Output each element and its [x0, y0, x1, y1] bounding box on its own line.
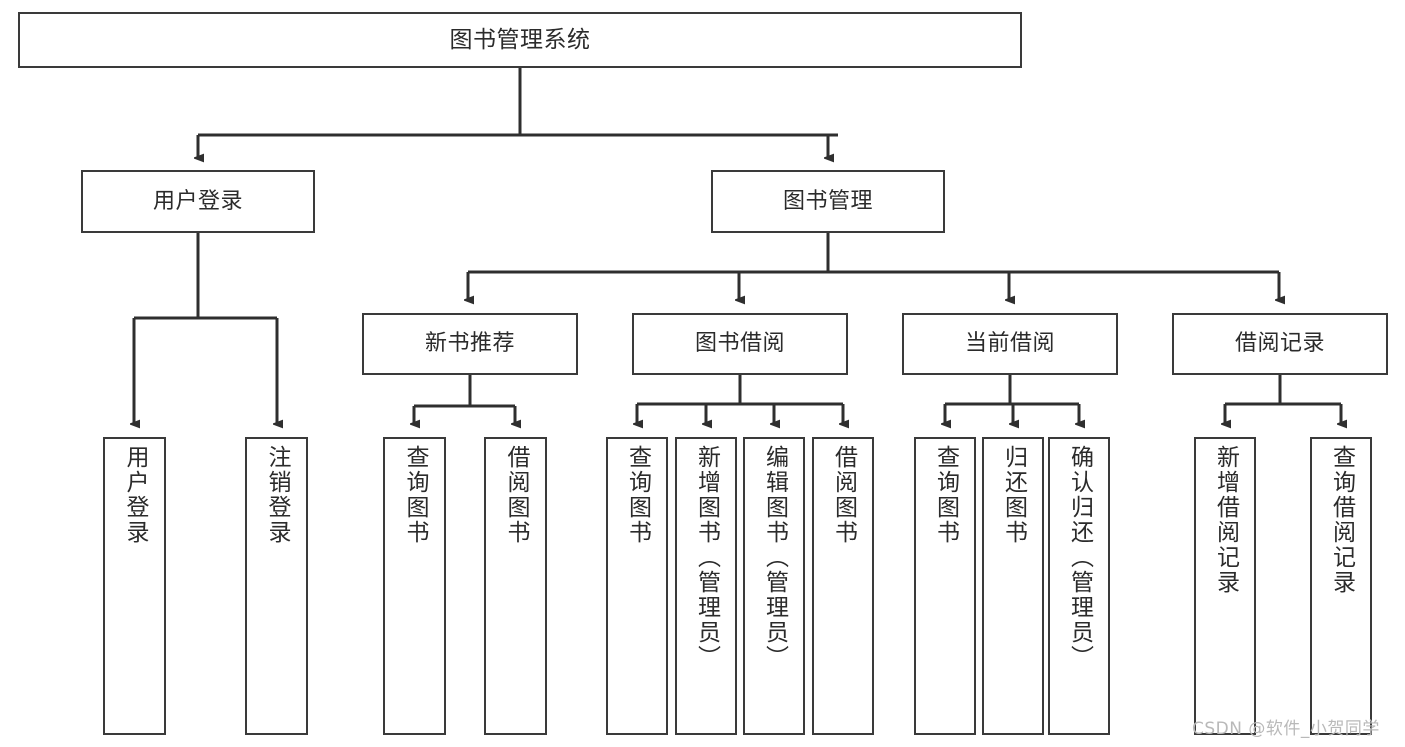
- node-label: 新书推荐: [424, 331, 515, 357]
- node-label: 归还图书: [1000, 445, 1027, 545]
- node-root-book-management-system[interactable]: 图书管理系统: [18, 12, 1022, 68]
- leaf-current-borrow-return-book[interactable]: 归还图书: [982, 437, 1044, 735]
- node-label: 图书管理: [782, 188, 873, 214]
- node-label: 确认归还（管理员）: [1066, 445, 1093, 670]
- node-label: 新增图书（管理员）: [693, 445, 720, 670]
- leaf-book-borrow-edit-book-admin[interactable]: 编辑图书（管理员）: [743, 437, 805, 735]
- leaf-user-login-login[interactable]: 用户登录: [103, 437, 166, 735]
- node-label: 注销登录: [264, 445, 290, 545]
- leaf-book-borrow-borrow-book[interactable]: 借阅图书: [812, 437, 874, 735]
- node-label: 查询借阅记录: [1328, 445, 1355, 595]
- leaf-book-borrow-add-book-admin[interactable]: 新增图书（管理员）: [675, 437, 737, 735]
- node-label: 用户登录: [152, 188, 243, 214]
- node-label: 查询图书: [402, 445, 428, 545]
- node-label: 当前借阅: [964, 331, 1055, 357]
- leaf-book-borrow-query-book[interactable]: 查询图书: [606, 437, 668, 735]
- leaf-borrow-record-add-record[interactable]: 新增借阅记录: [1194, 437, 1256, 735]
- node-new-book-recommend[interactable]: 新书推荐: [362, 313, 578, 375]
- leaf-borrow-record-query-record[interactable]: 查询借阅记录: [1310, 437, 1372, 735]
- leaf-current-borrow-query-book[interactable]: 查询图书: [914, 437, 976, 735]
- leaf-current-borrow-confirm-return-admin[interactable]: 确认归还（管理员）: [1048, 437, 1110, 735]
- node-label: 查询图书: [932, 445, 959, 545]
- node-user-login[interactable]: 用户登录: [81, 170, 315, 233]
- node-current-borrow[interactable]: 当前借阅: [902, 313, 1118, 375]
- node-label: 借阅图书: [830, 445, 857, 545]
- leaf-new-book-borrow-book[interactable]: 借阅图书: [484, 437, 547, 735]
- node-book-borrow[interactable]: 图书借阅: [632, 313, 848, 375]
- node-borrow-record[interactable]: 借阅记录: [1172, 313, 1388, 375]
- leaf-new-book-query-book[interactable]: 查询图书: [383, 437, 446, 735]
- node-label: 查询图书: [624, 445, 651, 545]
- leaf-user-login-logout[interactable]: 注销登录: [245, 437, 308, 735]
- node-label: 图书管理系统: [449, 26, 591, 53]
- node-label: 新增借阅记录: [1212, 445, 1239, 595]
- node-label: 编辑图书（管理员）: [761, 445, 788, 670]
- node-book-management[interactable]: 图书管理: [711, 170, 945, 233]
- node-label: 图书借阅: [694, 331, 785, 357]
- node-label: 用户登录: [122, 445, 148, 545]
- node-label: 借阅图书: [503, 445, 529, 545]
- csdn-watermark: CSDN @软件_小贺同学: [1192, 719, 1380, 739]
- node-label: 借阅记录: [1234, 331, 1325, 357]
